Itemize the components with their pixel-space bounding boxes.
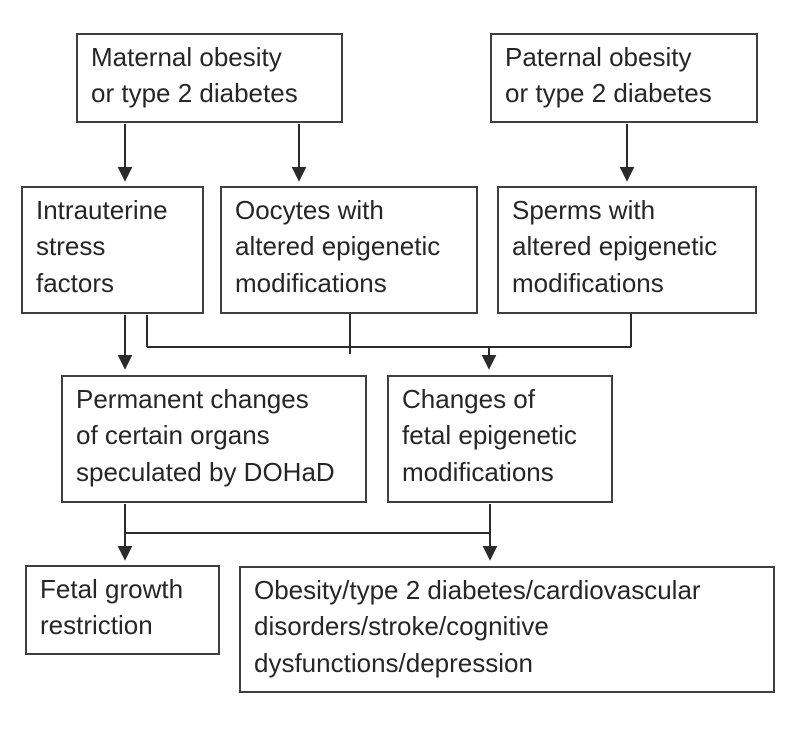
box-intrauterine-stress-label: Intrauterine stress factors — [36, 195, 168, 298]
box-maternal-obesity-label: Maternal obesity or type 2 diabetes — [91, 42, 298, 109]
box-paternal-obesity-label: Paternal obesity or type 2 diabetes — [505, 42, 712, 109]
box-permanent-changes: Permanent changes of certain organs spec… — [61, 375, 367, 503]
box-oocytes-altered-label: Oocytes with altered epigenetic modifica… — [235, 195, 441, 298]
box-sperms-altered: Sperms with altered epigenetic modificat… — [497, 186, 757, 314]
box-intrauterine-stress: Intrauterine stress factors — [21, 186, 204, 314]
box-fetal-epigenetic-changes: Changes of fetal epigenetic modification… — [387, 375, 613, 503]
box-fetal-growth-restriction-label: Fetal growth restriction — [40, 574, 184, 641]
box-paternal-obesity: Paternal obesity or type 2 diabetes — [490, 33, 758, 123]
box-permanent-changes-label: Permanent changes of certain organs spec… — [76, 384, 335, 487]
box-sperms-altered-label: Sperms with altered epigenetic modificat… — [512, 195, 718, 298]
box-oocytes-altered: Oocytes with altered epigenetic modifica… — [220, 186, 478, 314]
box-adult-outcomes: Obesity/type 2 diabetes/cardiovascular d… — [239, 566, 775, 693]
box-adult-outcomes-label: Obesity/type 2 diabetes/cardiovascular d… — [254, 575, 701, 678]
box-maternal-obesity: Maternal obesity or type 2 diabetes — [76, 33, 343, 123]
box-fetal-growth-restriction: Fetal growth restriction — [25, 565, 220, 655]
box-fetal-epigenetic-changes-label: Changes of fetal epigenetic modification… — [402, 384, 577, 487]
